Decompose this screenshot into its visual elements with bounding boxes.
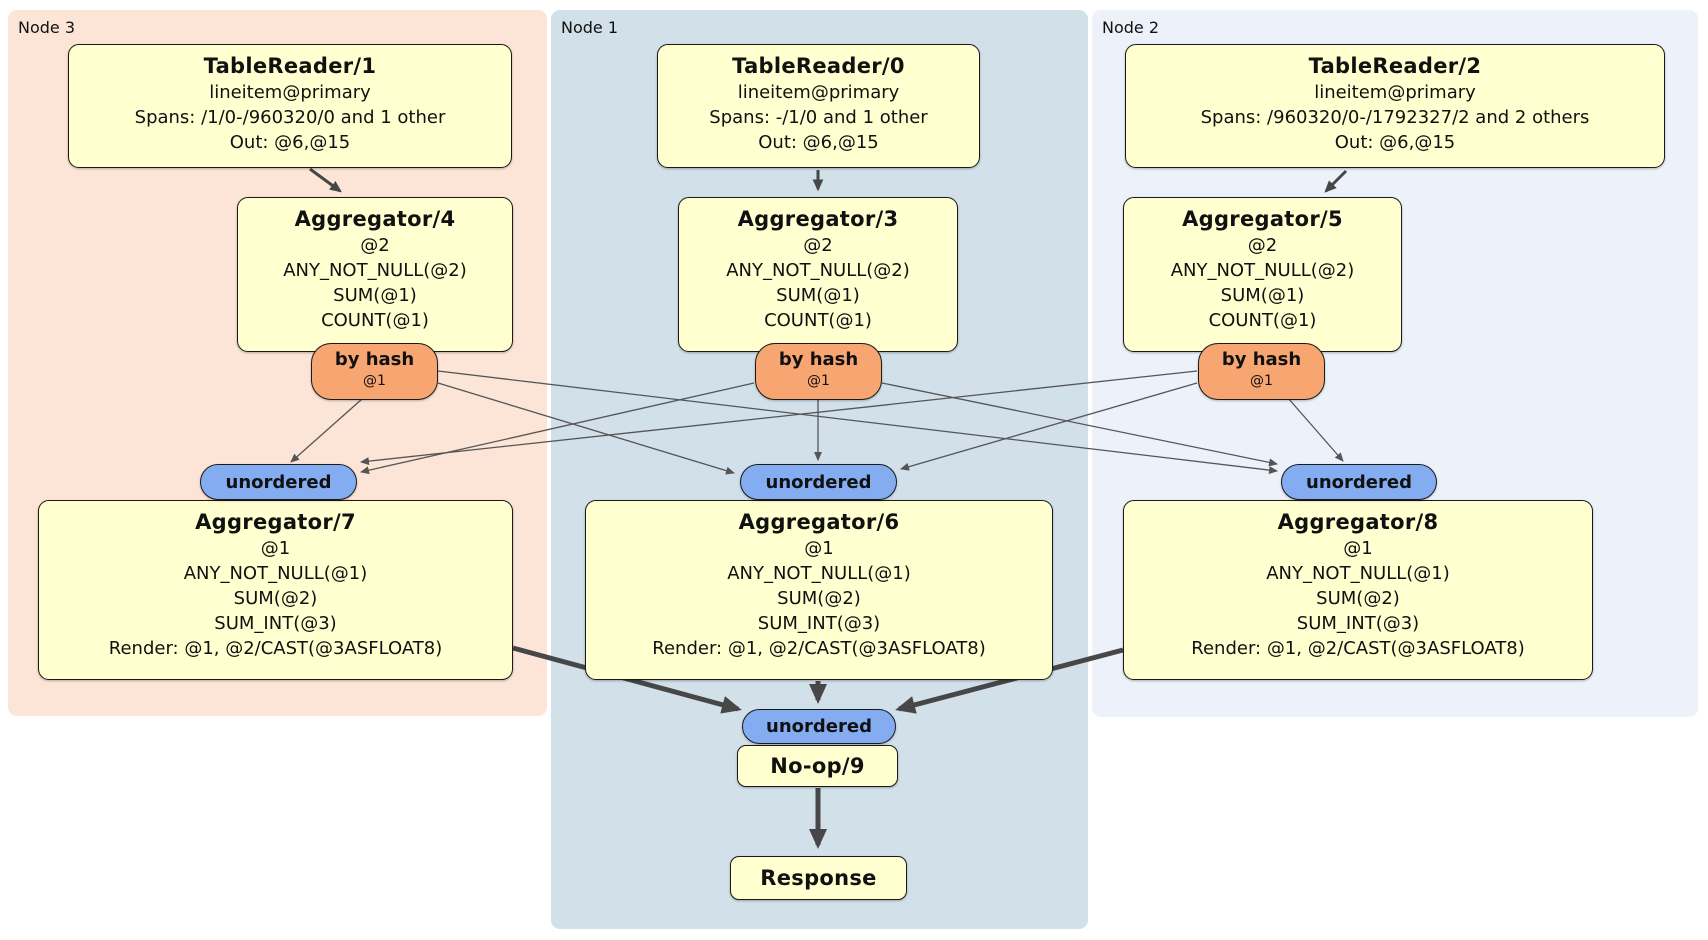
sync-unordered-node2: unordered — [1281, 464, 1437, 500]
processor-aggregator-4: Aggregator/4 @2 ANY_NOT_NULL(@2) SUM(@1)… — [237, 197, 513, 352]
processor-detail: lineitem@primary — [1314, 82, 1476, 103]
processor-title: Response — [760, 866, 877, 890]
sync-unordered-final: unordered — [742, 709, 896, 744]
processor-title: TableReader/2 — [1308, 54, 1482, 78]
router-label: by hash — [778, 349, 859, 370]
processor-detail: Out: @6,@15 — [229, 132, 351, 153]
sync-label: unordered — [766, 716, 872, 737]
hash-router-edges — [290, 370, 1344, 475]
sync-label: unordered — [1306, 471, 1412, 493]
processor-detail: COUNT(@1) — [1208, 310, 1317, 331]
router-by-hash-node1: by hash @1 — [755, 343, 882, 400]
processor-detail: Out: @6,@15 — [1334, 132, 1456, 153]
processor-detail: Render: @1, @2/CAST(@3ASFLOAT8) — [108, 638, 443, 659]
processor-tablereader-1: TableReader/1 lineitem@primary Spans: /1… — [68, 44, 512, 168]
processor-detail: ANY_NOT_NULL(@1) — [183, 563, 368, 584]
processor-title: Aggregator/7 — [195, 510, 356, 534]
node2-label: Node 2 — [1102, 18, 1160, 37]
sync-label: unordered — [765, 471, 872, 493]
processor-detail: ANY_NOT_NULL(@2) — [726, 260, 910, 281]
processor-detail: SUM_INT(@3) — [757, 613, 881, 634]
processor-title: TableReader/1 — [203, 54, 377, 78]
processor-detail: SUM(@1) — [1220, 285, 1305, 306]
router-by-hash-node3: by hash @1 — [311, 343, 438, 400]
router-by-hash-node2: by hash @1 — [1198, 343, 1325, 400]
sync-unordered-node3: unordered — [200, 464, 357, 500]
router-label: by hash — [1221, 349, 1302, 370]
processor-title: Aggregator/3 — [737, 207, 899, 231]
processor-detail: @2 — [360, 235, 390, 256]
processor-detail: SUM(@2) — [1316, 588, 1400, 609]
processor-detail: SUM(@2) — [777, 588, 861, 609]
node1-label: Node 1 — [561, 18, 619, 37]
router-label: by hash — [334, 349, 415, 370]
processor-aggregator-6: Aggregator/6 @1 ANY_NOT_NULL(@1) SUM(@2)… — [585, 500, 1053, 680]
processor-detail: Render: @1, @2/CAST(@3ASFLOAT8) — [652, 638, 986, 659]
processor-title: Aggregator/8 — [1277, 510, 1439, 534]
reader-to-aggregator-edges — [309, 167, 1348, 193]
processor-detail: COUNT(@1) — [764, 310, 872, 331]
processor-detail: @2 — [803, 235, 833, 256]
processor-aggregator-3: Aggregator/3 @2 ANY_NOT_NULL(@2) SUM(@1)… — [678, 197, 958, 352]
processor-detail: Spans: -/1/0 and 1 other — [709, 107, 928, 128]
processor-detail: lineitem@primary — [737, 82, 900, 103]
processor-detail: Out: @6,@15 — [758, 132, 879, 153]
processor-title: Aggregator/6 — [738, 510, 900, 534]
processor-detail: SUM(@1) — [333, 285, 417, 306]
processor-detail: Spans: /960320/0-/1792327/2 and 2 others — [1200, 107, 1590, 128]
sync-label: unordered — [225, 471, 332, 493]
processor-detail: SUM_INT(@3) — [214, 613, 337, 634]
processor-tablereader-0: TableReader/0 lineitem@primary Spans: -/… — [657, 44, 980, 168]
processor-detail: COUNT(@1) — [321, 310, 429, 331]
processor-title: Aggregator/4 — [294, 207, 456, 231]
processor-title: Aggregator/5 — [1182, 207, 1343, 231]
processor-detail: SUM(@1) — [776, 285, 860, 306]
processor-title: No-op/9 — [770, 754, 865, 778]
processor-tablereader-2: TableReader/2 lineitem@primary Spans: /9… — [1125, 44, 1665, 168]
processor-detail: ANY_NOT_NULL(@1) — [727, 563, 911, 584]
processor-detail: @2 — [1247, 235, 1278, 256]
sync-unordered-node1: unordered — [740, 464, 897, 500]
processor-detail: ANY_NOT_NULL(@2) — [283, 260, 467, 281]
router-columns: @1 — [1250, 373, 1273, 389]
processor-aggregator-7: Aggregator/7 @1 ANY_NOT_NULL(@1) SUM(@2)… — [38, 500, 513, 680]
processor-detail: SUM_INT(@3) — [1296, 613, 1420, 634]
processor-detail: @1 — [260, 538, 291, 559]
processor-title: TableReader/0 — [732, 54, 905, 78]
router-columns: @1 — [363, 373, 386, 389]
processor-detail: @1 — [1343, 538, 1373, 559]
node3-label: Node 3 — [18, 18, 76, 37]
processor-detail: Spans: /1/0-/960320/0 and 1 other — [134, 107, 446, 128]
processor-detail: ANY_NOT_NULL(@2) — [1170, 260, 1355, 281]
processor-noop-9: No-op/9 — [737, 745, 898, 787]
processor-detail: Render: @1, @2/CAST(@3ASFLOAT8) — [1191, 638, 1525, 659]
processor-aggregator-5: Aggregator/5 @2 ANY_NOT_NULL(@2) SUM(@1)… — [1123, 197, 1402, 352]
processor-detail: ANY_NOT_NULL(@1) — [1266, 563, 1450, 584]
processor-aggregator-8: Aggregator/8 @1 ANY_NOT_NULL(@1) SUM(@2)… — [1123, 500, 1593, 680]
processor-detail: lineitem@primary — [209, 82, 371, 103]
response-node: Response — [730, 856, 907, 900]
router-columns: @1 — [807, 373, 830, 389]
processor-detail: @1 — [804, 538, 834, 559]
processor-detail: SUM(@2) — [233, 588, 318, 609]
